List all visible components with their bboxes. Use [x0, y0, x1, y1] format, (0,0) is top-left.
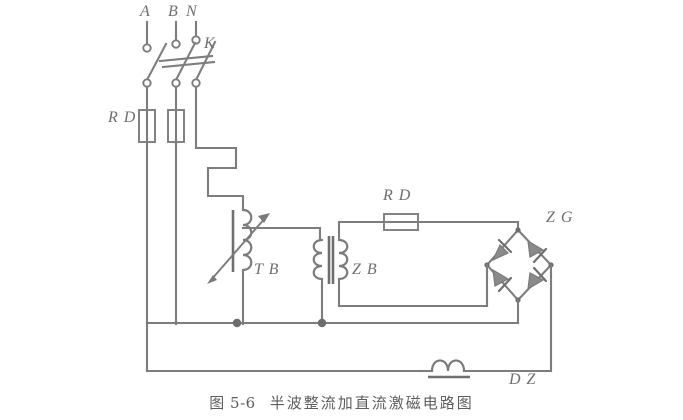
neutral-branch-to-autotransformer: [194, 146, 245, 212]
label-fuse-rd-rectifier: R D: [383, 187, 412, 204]
supply-lead-n: [191, 20, 201, 45]
common-bus: [145, 318, 520, 328]
switch-to-fuse-wires: [145, 85, 198, 150]
fuse-rd-rectifier: [383, 213, 520, 232]
label-autotransformer-tb: T B: [254, 261, 280, 278]
supply-lead-a: [142, 20, 152, 53]
diode-upper-left: [491, 238, 513, 262]
label-phase-a: A: [140, 3, 151, 20]
figure-caption: 图 5-6 半波整流加直流激磁电路图: [0, 392, 683, 413]
fuse-rd-input-1: [138, 109, 156, 326]
caption-number: 图 5-6: [209, 394, 256, 412]
fuse-rd-input-2: [167, 109, 185, 326]
label-rectifier-zg: Z G: [546, 209, 574, 226]
label-fuse-rd-input: R D: [108, 109, 137, 126]
label-transformer-zb: Z B: [352, 261, 378, 278]
supply-lead-b: [171, 20, 181, 49]
diode-lower-right: [527, 266, 548, 291]
autotransformer-wiper-arrow: [207, 213, 270, 284]
diode-upper-right: [527, 239, 548, 264]
bridge-dc-output-wires: [320, 263, 553, 373]
exciting-coil-dz: [418, 359, 492, 379]
label-switch-k: K: [204, 35, 216, 52]
label-exciting-coil-dz: D Z: [509, 371, 537, 388]
label-phase-b: B: [168, 3, 179, 20]
label-neutral-n: N: [186, 3, 198, 20]
return-loop-bottom: [145, 321, 422, 373]
caption-title: 半波整流加直流激磁电路图: [269, 394, 474, 412]
transformer-zb: [312, 220, 489, 326]
diode-lower-left: [492, 268, 513, 293]
rectifier-bridge-zg: [484, 227, 554, 308]
